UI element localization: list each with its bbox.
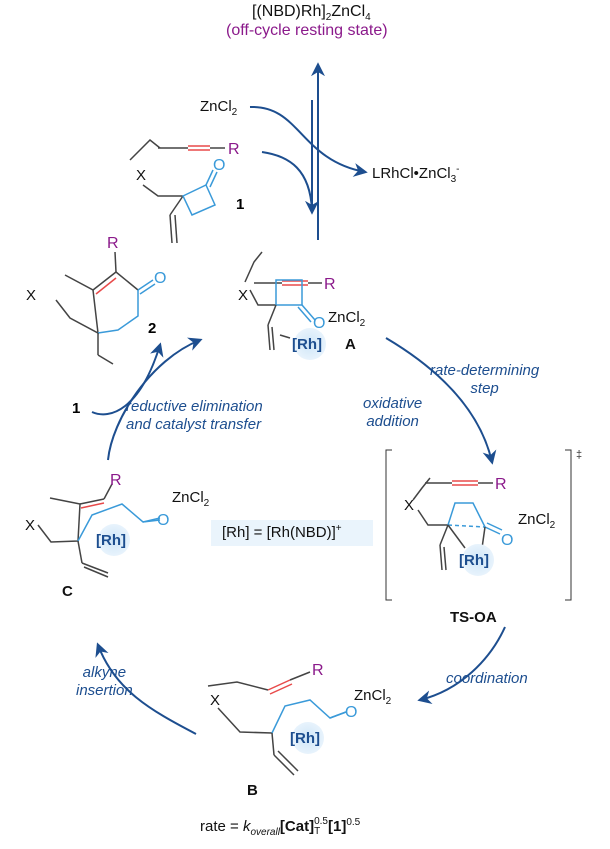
svg-text:X: X: [210, 692, 220, 709]
svg-text:O: O: [157, 512, 169, 529]
label-A: A: [345, 336, 356, 353]
label-compound-1: 1: [236, 196, 245, 213]
byproduct-label: LRhCl•ZnCl3-: [372, 164, 460, 185]
zncl2-reagent: ZnCl2: [200, 98, 238, 118]
ts-dagger: ‡: [576, 449, 582, 461]
compound-2-o: O: [154, 270, 166, 287]
svg-text:[Rh]: [Rh]: [96, 532, 126, 549]
svg-text:X: X: [404, 497, 414, 514]
svg-text:O: O: [501, 532, 513, 549]
zncl2-to-byproduct-arrow: [249, 105, 368, 177]
arrow-TS-to-B: [417, 626, 506, 705]
equilibrium-arrows: [305, 62, 325, 240]
intermediate-B-structure: [207, 671, 347, 776]
label-compound-1-reentry: 1: [72, 400, 81, 417]
intermediate-A-structure: [244, 251, 322, 351]
compound-1-r: R: [228, 141, 240, 158]
svg-text:O: O: [313, 315, 325, 332]
svg-text:ZnCl2: ZnCl2: [354, 687, 392, 707]
label-B: B: [247, 782, 258, 799]
rh-definition: [Rh] = [Rh(NBD)]+: [222, 523, 342, 541]
svg-text:[Rh]: [Rh]: [292, 336, 322, 353]
svg-text:R: R: [312, 662, 324, 679]
arrow-to-product-2: [91, 342, 164, 416]
label-C: C: [62, 583, 73, 600]
compound-2-structure: [55, 251, 156, 365]
resting-state-formula: [(NBD)Rh]2ZnCl4: [252, 3, 371, 24]
intermediate-C-structure: [37, 483, 161, 578]
svg-text:X: X: [26, 287, 36, 304]
arrow-B-to-C: [95, 642, 197, 735]
svg-text:[Rh]: [Rh]: [290, 730, 320, 747]
ts-structure: [412, 477, 503, 571]
svg-text:[Rh]: [Rh]: [459, 552, 489, 569]
substrate-to-cycle-arrow: [261, 151, 313, 211]
svg-text:X: X: [25, 517, 35, 534]
step-coordination: coordination: [446, 670, 528, 687]
svg-text:X: X: [238, 287, 248, 304]
compound-1-structure: [129, 138, 225, 244]
svg-text:O: O: [345, 704, 357, 721]
compound-1-x: X: [136, 167, 146, 184]
rh-highlight-A: [294, 328, 326, 360]
compound-1-o: O: [213, 157, 225, 174]
ts-brackets: [385, 449, 572, 601]
rh-definition-box: [211, 520, 373, 546]
svg-text:ZnCl2: ZnCl2: [328, 309, 366, 329]
svg-text:R: R: [324, 276, 336, 293]
resting-state-note: (off-cycle resting state): [226, 22, 388, 39]
label-TS-OA: TS-OA: [450, 609, 497, 626]
svg-text:ZnCl2: ZnCl2: [518, 511, 556, 531]
svg-text:ZnCl2: ZnCl2: [172, 489, 210, 509]
label-compound-2: 2: [148, 320, 157, 337]
arrow-A-to-TS: [385, 337, 497, 465]
svg-text:R: R: [495, 476, 507, 493]
compound-2-r: R: [107, 235, 119, 252]
svg-text:R: R: [110, 472, 122, 489]
